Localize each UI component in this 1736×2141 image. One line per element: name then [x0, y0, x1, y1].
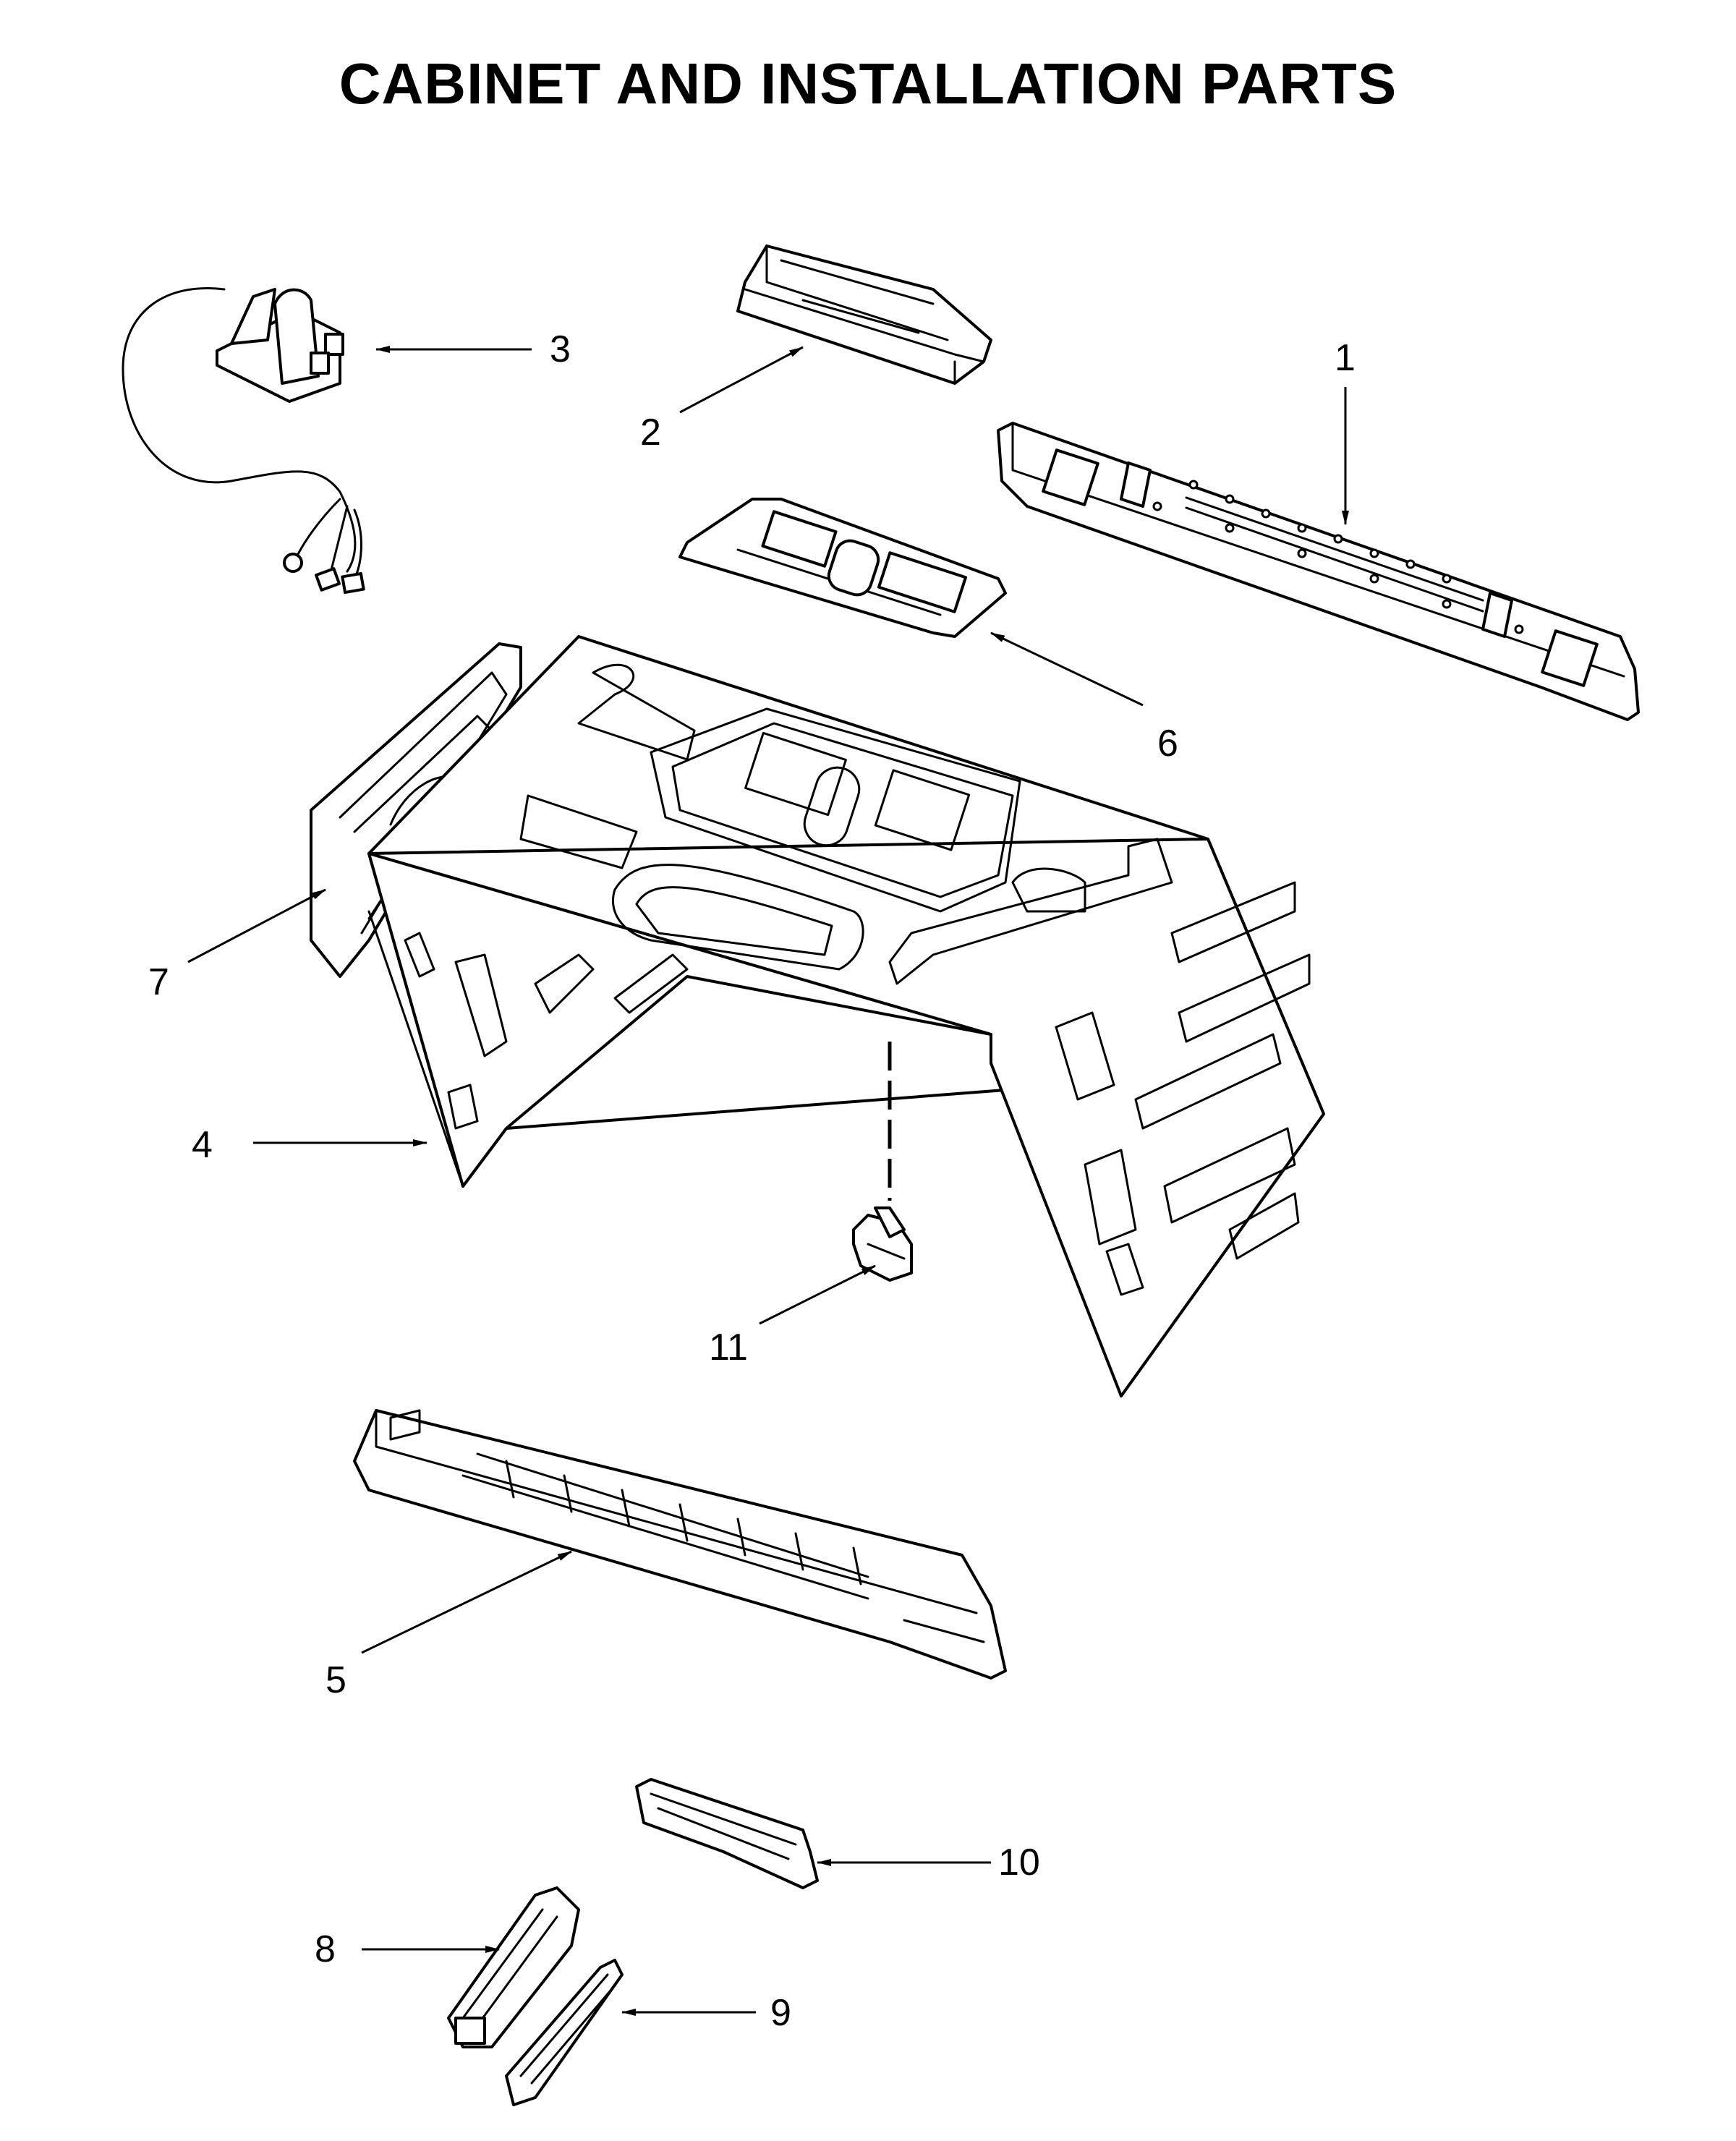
- callout-2: 2: [640, 412, 661, 454]
- part-6-control-bracket: [678, 498, 1007, 638]
- callout-5: 5: [326, 1659, 346, 1701]
- part-4-cabinet-wrapper: [367, 635, 1325, 1397]
- callout-7: 7: [148, 961, 169, 1003]
- part-10-rail: [635, 1778, 819, 1889]
- callout-6: 6: [1157, 723, 1178, 765]
- mounting-plate-holes: [1152, 480, 1524, 634]
- part-3-power-cord: [122, 287, 365, 595]
- callout-3: 3: [550, 328, 571, 370]
- callout-labels: 1 2 3 4 5 6 7 8 9 10 11: [148, 328, 1356, 2034]
- callout-11: 11: [709, 1327, 748, 1369]
- part-8-bracket: [447, 1886, 580, 2048]
- callout-1: 1: [1335, 337, 1356, 379]
- diagram-title: CABINET AND INSTALLATION PARTS: [339, 51, 1397, 116]
- callout-8: 8: [315, 1928, 336, 1970]
- callout-10: 10: [998, 1842, 1040, 1884]
- part-2-vent-damper: [736, 244, 992, 385]
- callout-4: 4: [192, 1124, 213, 1166]
- part-1-mounting-plate: [997, 422, 1640, 721]
- leader-lines: [187, 346, 1349, 2016]
- part-9-bracket: [505, 1959, 624, 2106]
- part-11-clip: [852, 1042, 913, 1282]
- part-5-front-trim: [353, 1409, 1007, 1680]
- callout-9: 9: [770, 1992, 791, 2034]
